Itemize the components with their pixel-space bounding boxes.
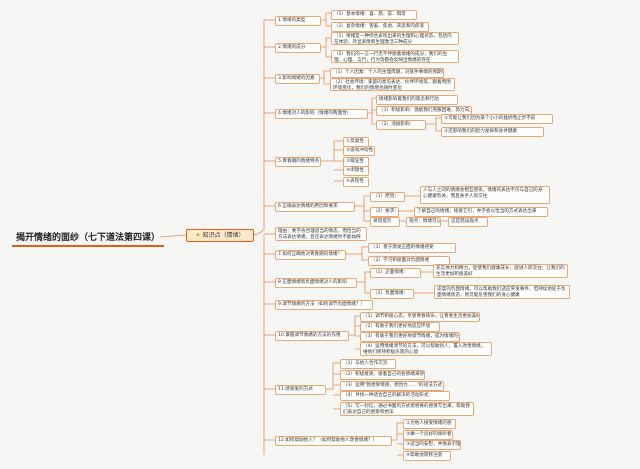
- s12-item-2: ②做一个良好的倾听者: [403, 430, 453, 440]
- s10-item-1: （1）调节积极心态，享受青春快乐，让青春生活更加美好: [360, 312, 480, 322]
- s6-note-label: 易错提示: [370, 217, 400, 227]
- s3-item-2: （2）社会环境：家庭的意见表达、伙伴环境等，跟着周围环境变化，我们的情绪也随时变…: [330, 78, 455, 91]
- s4-negative-item-1: ①可能让我们因为某个小小的挫折而止步不前: [441, 114, 553, 124]
- s4-head: 情绪影响着我们的观念和行动: [376, 95, 458, 105]
- s5-item-4: ④闭锁性: [343, 166, 369, 176]
- spark-icon: ✦: [195, 232, 201, 239]
- s10-item-4: （4）运用情绪调节的方法，可以帮助别人，置入改善情绪，维他们保持积极乐观的心境: [360, 342, 492, 356]
- s6-requirement-label: （2）要求：: [370, 207, 399, 217]
- section-1-node: 1.情绪的类型: [275, 16, 321, 26]
- section-8-node: 8.正面情绪和负面情绪对人的影响: [275, 278, 357, 288]
- s2-item-2: （2）我们的一言一行无不伴随着情绪的成分，我们的生理、心理、言行，行为等都会反映…: [331, 50, 459, 63]
- section-5-node: 5.青春期的情绪特点: [275, 157, 321, 167]
- section-3-node: 3.影响情绪的因素: [275, 74, 320, 84]
- s8-positive-label: （1）正面情绪：: [370, 268, 421, 278]
- s7-item-1: （1）善于激发正面的情绪感受: [368, 243, 456, 253]
- s6-correction: 这是错误观点: [448, 217, 488, 227]
- s4-negative-item-2: ②还影响我们的智力发挥和身体健康: [441, 127, 544, 137]
- s11-item-1: （1）与他人合作交流: [340, 359, 396, 369]
- s4-positive: （1）积极影响：激励我们克服困难，努力向上: [376, 106, 472, 116]
- section-11-node: 11.感受爱的方式: [275, 385, 326, 395]
- section-10-node: 10.掌握调节情绪的方法的作用: [275, 331, 349, 341]
- s5-item-5: ⑤表现性: [343, 177, 369, 187]
- section-6-node: 6.正确表达情绪的原因和要求: [275, 202, 355, 212]
- section-4-node: 4.情绪对人的影响（情绪的两面性）: [275, 109, 368, 119]
- s5-item-2: ②波动冲动性: [343, 146, 375, 156]
- s1-item-2: （2）复杂情绪：害羞、焦虑、厌恶和内疚等: [331, 22, 429, 32]
- s11-item-3: （3）运用"我想到情感，想因为……"的语法方式: [340, 381, 444, 391]
- section-9-node: 9.调节情绪的方法（如何调节负面情绪？）: [275, 300, 373, 310]
- s6-reason: 人与人之间的情绪会相互感染。情绪的表达不仅与自己的身心健康有关，而且关乎人际交往: [420, 186, 550, 204]
- s12-item-1: ①为他人接受情绪的感: [403, 419, 456, 429]
- s8-negative-label: （2）负面情绪：: [370, 289, 414, 299]
- s8-positive: 充实体力和精力，促使我们健康成长；促进人际交往；让我们的生活更加积极美好: [433, 264, 568, 278]
- root-topic: 揭开情绪的面纱（七下道法第四课）: [12, 228, 165, 247]
- hub-label: 知识点（情绪）: [202, 232, 245, 239]
- s1-item-1: （1）基本情绪：喜、怒、哀、惧等: [331, 10, 417, 20]
- s10-item-3: （3）有助于我们更好地调节情绪，成为情绪的主人: [360, 332, 460, 342]
- section-2-node: 2.情绪的成分: [275, 43, 321, 53]
- s11-item-4: （4）寻找一种适合自己的解决的活动形式: [340, 391, 450, 401]
- s3-item-1: （1）个人因素：个人的生理周期，对某件事情的预期等: [330, 68, 444, 78]
- s7-item-2: （2）学习积极面对负面情绪: [368, 256, 450, 266]
- s2-item-1: （1）情绪是一种综合表现出来的生理和心理状态，包括内在体验、外显表情和生理激活三…: [331, 32, 459, 45]
- s8-negative: 适度的负面情绪，可以帮助我们适应突发事件，但持续地处于负面情绪状态，则可能危害我…: [434, 285, 570, 299]
- s12-item-3: ③适当的安慰，共情表示理解: [403, 440, 461, 450]
- s12-item-4: ④帮助他转移注意: [403, 451, 451, 461]
- s6-reason-label: （1）原因：: [370, 192, 405, 202]
- reason-node: 理由：要学会合理适当的情态，而恰当的方法表达情绪，且在表达情绪时不能妨碍他人，不…: [275, 227, 367, 241]
- s11-item-2: （2）积极接受，接着自己的各情绪来停: [340, 370, 425, 380]
- s6-note: 观点：情绪可以随意表达出来: [406, 217, 441, 227]
- hub-topic: ✦知识点（情绪）: [186, 229, 254, 242]
- s10-item-2: （2）有助于我们更好地适应环境: [360, 322, 440, 332]
- s11-item-5: （5）写一封信，通过书面的方式把想要的感受写出来，帮助我们表达自己的感受和想法: [340, 402, 474, 416]
- s4-negative: （2）消极影响：: [376, 120, 426, 130]
- section-12-node: 12.如何帮助他人？（如何帮助他人改善情绪？）: [275, 436, 392, 446]
- section-7-node: 7.如何正确地对青春期的情绪？: [275, 250, 346, 260]
- s6-requirement: 了解自己的情绪，接受它们，并学会以恰当的方式表达出来: [414, 207, 548, 217]
